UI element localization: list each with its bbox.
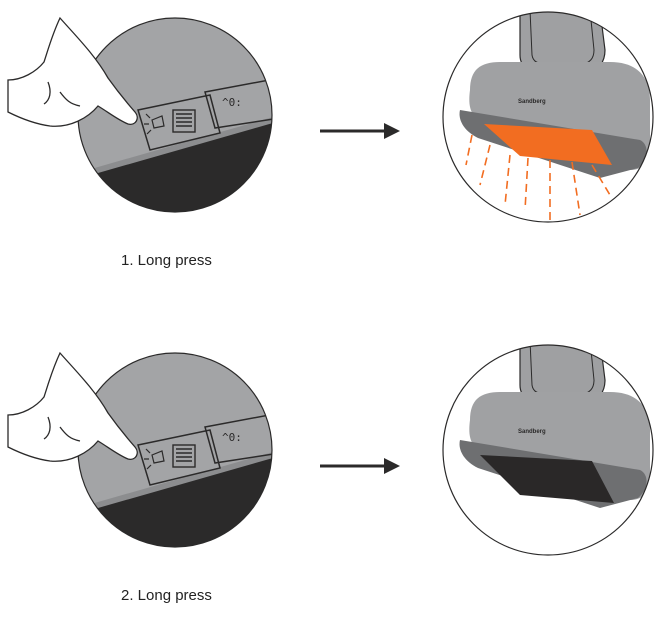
light-rays: [465, 134, 611, 222]
step-1: ^0:: [0, 0, 668, 300]
lamp-icon: [144, 448, 165, 470]
brand-logo: Sandberg: [518, 99, 546, 105]
button-closeup: ^0:: [7, 16, 273, 213]
button-closeup: ^0:: [7, 351, 273, 548]
step-caption: 2. Long press: [121, 587, 212, 604]
lamp-on-view: Sandberg: [442, 11, 654, 223]
svg-text:Sandberg: Sandberg: [518, 99, 546, 105]
svg-text:^0:: ^0:: [222, 431, 242, 444]
lamp-icon: [144, 113, 165, 135]
step-2: ^0:: [0, 335, 668, 635]
step-2-illustration: ^0:: [7, 344, 654, 556]
svg-text:Sandberg: Sandberg: [518, 429, 546, 435]
step-1-illustration: ^0:: [7, 11, 654, 223]
hand-illustration: [7, 351, 138, 462]
svg-text:^0:: ^0:: [222, 96, 242, 109]
step-caption: 1. Long press: [121, 252, 212, 269]
arrow-right-icon: [320, 123, 400, 139]
lamp-off-view: Sandberg: [442, 344, 654, 556]
battery-icon: [172, 109, 196, 133]
arrow-right-icon: [320, 458, 400, 474]
hand-illustration: [7, 16, 138, 127]
lamp-panel-off: [480, 455, 614, 503]
battery-icon: [172, 444, 196, 468]
lamp-panel-lit: [484, 124, 612, 165]
brand-logo: Sandberg: [518, 429, 546, 435]
